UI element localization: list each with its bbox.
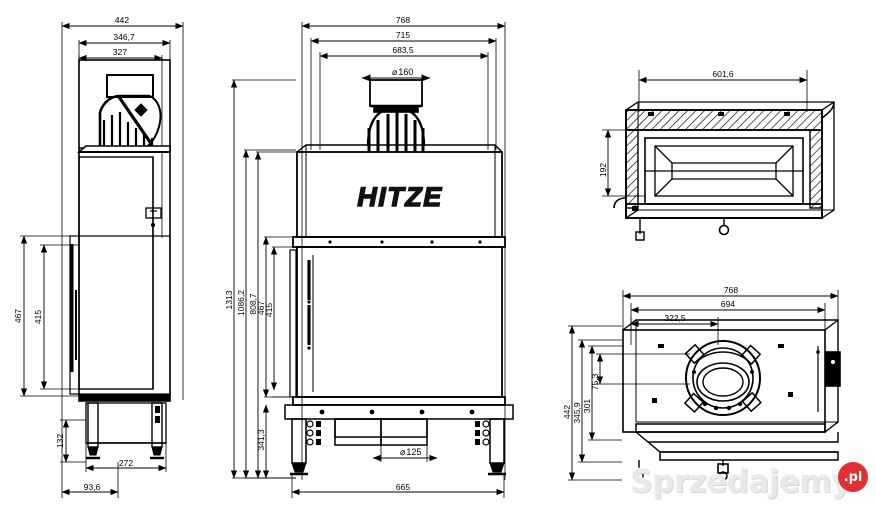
dim-side-top-327: 327	[113, 47, 127, 57]
dim-front-3413: 341,3	[256, 429, 266, 451]
dim-front-10862: 1086,2	[236, 290, 246, 316]
dim-front-1313: 1313	[224, 290, 234, 309]
dim-bot-694: 694	[721, 299, 735, 309]
dim-side-top-442: 442	[115, 15, 129, 25]
dim-bottom-diameter-125: ⌀125	[400, 447, 421, 457]
bottom-plan-view	[568, 290, 841, 481]
dim-bot-3459: 345,9	[572, 402, 582, 424]
front-elevation-view	[230, 22, 514, 498]
dim-front-6835: 683,5	[392, 45, 414, 55]
dim-side-left-415: 415	[33, 310, 43, 324]
dim-flue-diameter-160: ⌀160	[392, 67, 413, 77]
dim-bot-753: 75,3	[590, 373, 600, 390]
dim-front-467: 467	[256, 301, 266, 315]
dim-front-768: 768	[396, 15, 410, 25]
side-section-view	[20, 22, 184, 498]
dim-top-192: 192	[598, 163, 608, 177]
dim-bot-3225: 322,5	[664, 313, 686, 323]
dim-bot-301: 301	[582, 399, 592, 413]
dim-side-bottom-272: 272	[119, 458, 133, 468]
dim-side-132: 132	[55, 434, 65, 448]
dim-bot-442: 442	[562, 405, 572, 419]
dim-side-left-467: 467	[13, 309, 23, 323]
dim-front-715: 715	[396, 30, 410, 40]
dim-front-8087: 808,7	[248, 293, 258, 315]
hitze-logo: HITZE	[357, 181, 443, 212]
dim-front-665: 665	[396, 482, 410, 492]
hitze-logo-text: HITZE	[357, 182, 443, 212]
dim-front-415: 415	[264, 303, 274, 317]
dim-side-top-346: 346,7	[113, 32, 135, 42]
dim-side-bottom-936: 93,6	[84, 482, 101, 492]
dim-top-6016: 601,6	[712, 69, 734, 79]
dim-bot-768: 768	[724, 285, 738, 295]
top-plan-view	[602, 70, 835, 241]
